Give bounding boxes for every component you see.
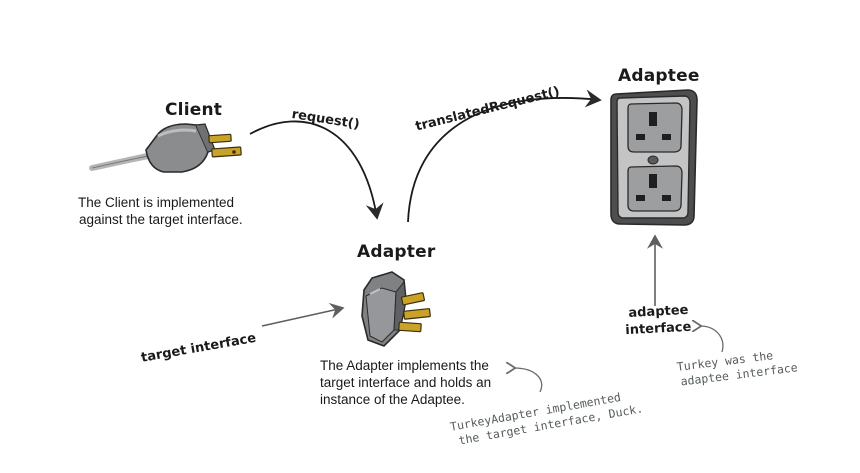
- target-interface-arrow: [261, 302, 345, 327]
- adaptee-title: Adaptee: [618, 66, 700, 86]
- adaptee-interface-label-line2: interface: [624, 319, 692, 339]
- adapter-note-line3: instance of the Adaptee.: [320, 392, 465, 407]
- turkey-hand-arrow: [700, 326, 724, 353]
- client-note: The Client is implemented against the ta…: [78, 194, 268, 228]
- request-arrow: [249, 120, 384, 220]
- adapter-title: Adapter: [357, 242, 436, 262]
- client-title: Client: [165, 100, 223, 120]
- translated-request-arrow: [407, 89, 602, 223]
- adapter-note-line2: target interface and holds an: [320, 375, 492, 390]
- wall-outlet-icon: [610, 89, 698, 226]
- adaptee-interface-label: adaptee interface: [624, 302, 692, 339]
- adapter-plug-icon: [361, 271, 431, 347]
- client-note-line2: against the target interface.: [79, 212, 243, 227]
- adapter-note-line1: The Adapter implements the: [320, 358, 489, 373]
- turkey-adapter-hand-arrow: [514, 368, 543, 393]
- client-plug-icon: [89, 123, 242, 173]
- adapter-note: The Adapter implements the target interf…: [320, 357, 520, 408]
- client-note-line1: The Client is implemented: [78, 195, 235, 210]
